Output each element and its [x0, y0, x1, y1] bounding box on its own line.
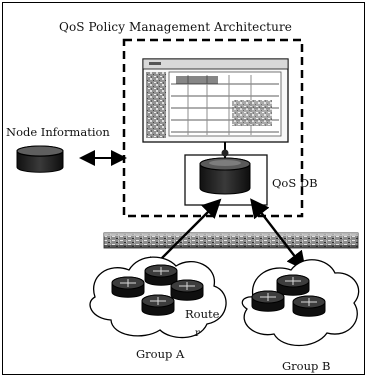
group-a-label: Group A — [136, 347, 185, 361]
node-information-db-icon — [16, 145, 64, 173]
node-information-label: Node Information — [6, 125, 110, 139]
router-icon — [276, 274, 310, 296]
qos-db-label: QoS DB — [272, 176, 318, 190]
group-b-label: Group B — [282, 359, 331, 373]
management-console-screenshot — [142, 58, 289, 143]
router-icon — [144, 264, 178, 286]
router-icon — [170, 279, 204, 301]
router-icon — [292, 295, 326, 317]
backbone-network — [103, 232, 359, 249]
router-label-part2: r — [195, 328, 200, 339]
router-icon — [251, 290, 285, 312]
qos-db-icon — [199, 142, 251, 195]
diagram-title: QoS Policy Management Architecture — [59, 20, 292, 34]
router-label-part1: Route — [185, 307, 220, 321]
router-icon — [141, 294, 175, 316]
qos-to-group-b-arrow — [250, 198, 306, 271]
router-icon — [111, 276, 145, 298]
